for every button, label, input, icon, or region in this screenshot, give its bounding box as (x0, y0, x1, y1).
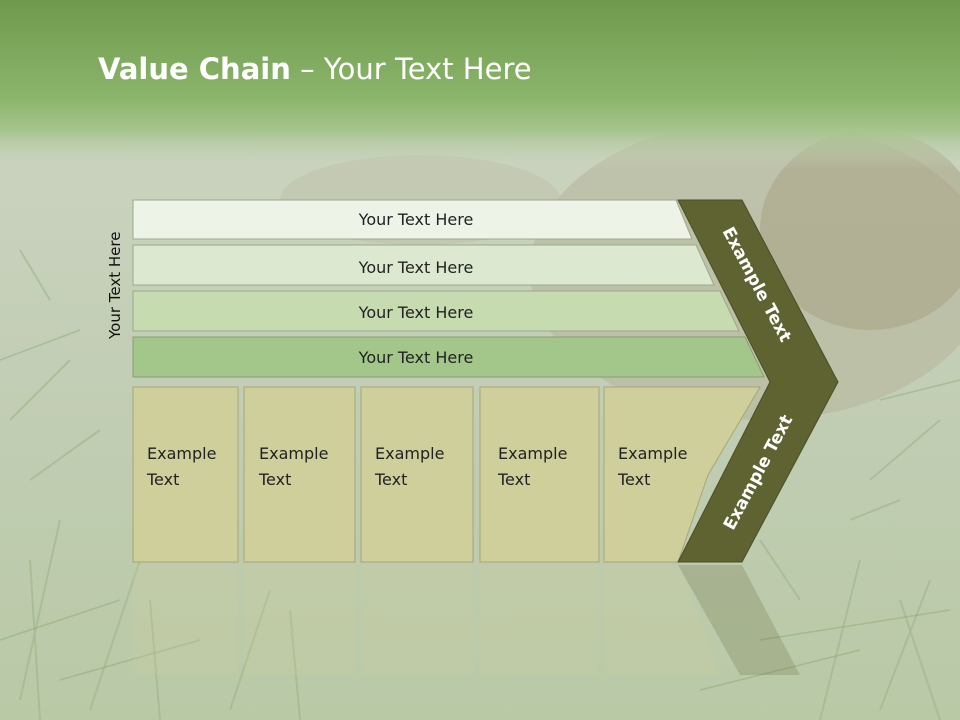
slide-title: Value Chain – Your Text Here (98, 52, 532, 86)
bar-1-label: Your Text Here (358, 210, 474, 229)
box-1-line1: Example (147, 444, 216, 463)
bar-3-label: Your Text Here (358, 303, 474, 322)
bar-3[interactable]: Your Text Here (132, 290, 740, 332)
box-2-line2: Text (258, 470, 291, 489)
box-5-line1: Example (618, 444, 687, 463)
bar-4-label: Your Text Here (358, 348, 474, 367)
box-3[interactable]: Example Text (360, 386, 474, 563)
box-5-line2: Text (617, 470, 650, 489)
box-3-line1: Example (375, 444, 444, 463)
box-2-line1: Example (259, 444, 328, 463)
chevron-arrow[interactable]: Example Text Example Text (677, 199, 839, 563)
box-3-line2: Text (374, 470, 407, 489)
bar-4[interactable]: Your Text Here (132, 336, 765, 378)
bar-2[interactable]: Your Text Here (132, 244, 715, 286)
title-rest: – Your Text Here (290, 52, 532, 86)
bar-2-label: Your Text Here (358, 258, 474, 277)
reflection (133, 565, 800, 675)
title-bold: Value Chain (98, 52, 291, 86)
box-4[interactable]: Example Text (479, 386, 600, 563)
box-1-line2: Text (146, 470, 179, 489)
box-4-line2: Text (497, 470, 530, 489)
box-2[interactable]: Example Text (243, 386, 356, 563)
box-4-line1: Example (498, 444, 567, 463)
bar-1[interactable]: Your Text Here (132, 199, 693, 240)
box-5[interactable]: Example Text (603, 386, 761, 563)
box-1[interactable]: Example Text (132, 386, 239, 563)
